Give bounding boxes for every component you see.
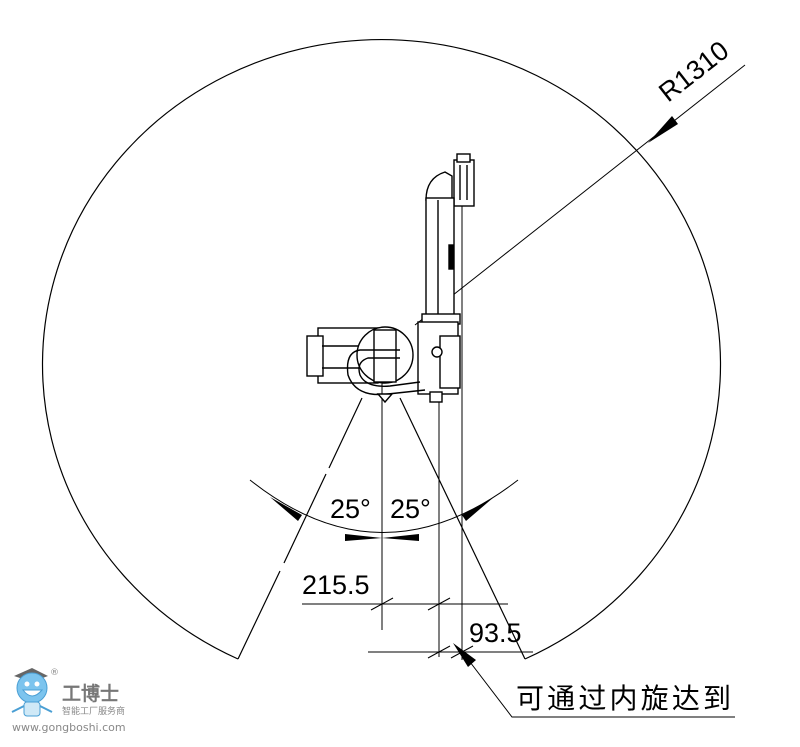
- logo-url: www.gongboshi.com: [12, 721, 126, 734]
- logo-name: 工博士: [62, 682, 119, 705]
- angle-arrows: [270, 497, 494, 541]
- logo-slogan: 智能工厂服务商: [62, 705, 125, 717]
- robot-drawing: [306, 153, 475, 404]
- radius-arrow: [648, 116, 678, 143]
- workspace-arc: [41, 38, 722, 660]
- logo-registered: ®: [50, 668, 59, 678]
- gongboshi-logo: ® 工博士 智能工厂服务商 www.gongboshi.com: [11, 668, 126, 734]
- angle-label-left: 25°: [330, 494, 371, 524]
- radius-label: R1310: [653, 35, 734, 108]
- dim-label-93: 93.5: [469, 618, 522, 648]
- note-leader: [469, 661, 735, 718]
- note-label: 可通过内旋达到: [516, 682, 731, 715]
- angle-label-right: 25°: [390, 494, 431, 524]
- workspace-left-boundary: [237, 397, 363, 660]
- note-arrow: [453, 643, 476, 667]
- radius-leader: [414, 64, 746, 326]
- dim-label-215: 215.5: [302, 570, 370, 600]
- mascot-face-icon: [16, 672, 48, 704]
